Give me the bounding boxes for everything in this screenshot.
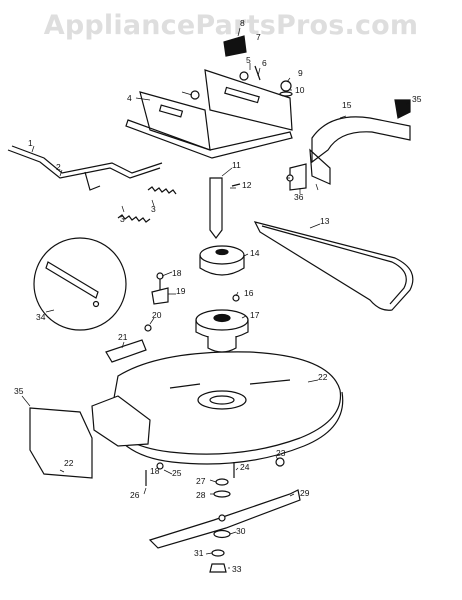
part-label: 1 (28, 138, 33, 148)
part-label: 15 (342, 100, 352, 110)
mower-deck (91, 351, 344, 465)
part-label: 33 (232, 564, 242, 574)
part-label: 36 (294, 192, 304, 202)
part-label: 20 (152, 310, 162, 320)
hardware-top (190, 35, 293, 100)
blade-hardware (209, 529, 231, 573)
part-label: 26 (130, 490, 140, 500)
part-label: 35 (412, 94, 422, 104)
part-label: 8 (240, 18, 245, 28)
watermark: AppliancePartsPros.com (43, 10, 419, 41)
bearing-assembly (195, 309, 249, 353)
part-label: 18 (172, 268, 182, 278)
hardware-mid (105, 272, 240, 363)
part-label: 18 (150, 466, 160, 476)
part-label: 13 (320, 216, 330, 226)
part-label: 9 (298, 68, 303, 78)
part-label: 22 (318, 372, 328, 382)
leader-lines (21, 27, 411, 569)
part-label: 6 (262, 58, 267, 68)
mounting-bracket (125, 69, 293, 159)
part-label: 3 (120, 214, 125, 224)
belt-guard (286, 99, 411, 191)
pulley (199, 245, 245, 276)
part-label: 23 (276, 448, 286, 458)
part-label: 31 (194, 548, 204, 558)
mower-blade (148, 489, 301, 549)
part-label: 11 (232, 160, 241, 170)
part-label: 22 (64, 458, 74, 468)
part-label: 19 (176, 286, 186, 296)
shaft (209, 177, 241, 239)
part-label: 17 (250, 310, 260, 320)
part-label: 27 (196, 476, 206, 486)
part-label: 24 (240, 462, 250, 472)
deflector-flap (29, 407, 93, 479)
part-label: 5 (246, 55, 251, 65)
part-label: 25 (172, 468, 182, 478)
part-label: 34 (36, 312, 46, 322)
part-label: 12 (242, 180, 252, 190)
part-label: 2 (56, 162, 61, 172)
part-label: 29 (300, 488, 310, 498)
shift-lever (7, 145, 163, 191)
inset-detail (33, 237, 127, 331)
belt (253, 221, 414, 311)
part-label: 30 (236, 526, 246, 536)
part-labels: 1 2 3 3 4 5 6 7 8 9 10 11 12 13 14 15 16… (14, 18, 422, 574)
part-label: 3 (151, 204, 156, 214)
part-label: 10 (295, 85, 305, 95)
part-label: 14 (250, 248, 260, 258)
part-label: 16 (244, 288, 254, 298)
hardware-bottom (145, 457, 285, 498)
part-label: 4 (127, 93, 132, 103)
part-label: 21 (118, 332, 128, 342)
part-label: 35 (14, 386, 24, 396)
part-label: 28 (196, 490, 206, 500)
part-label: 7 (256, 32, 261, 42)
springs (117, 186, 177, 223)
